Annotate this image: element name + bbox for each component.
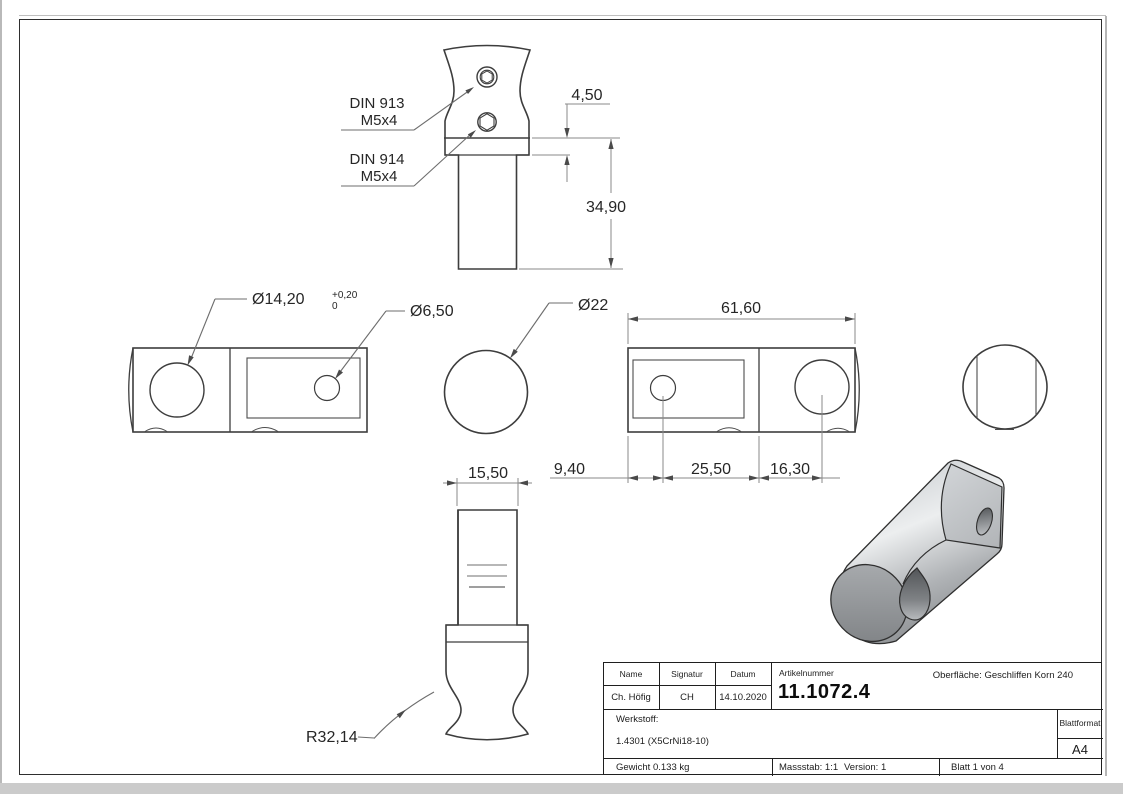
- saddle-arcs: [144, 427, 279, 432]
- dia-14-20-text: Ø14,20: [252, 291, 305, 308]
- gewicht: Gewicht 0.133 kg: [616, 762, 690, 773]
- iso-3d-view: [830, 459, 1005, 645]
- dim-9-40-text: 9,40: [554, 461, 585, 478]
- oberflaeche: Oberfläche: Geschliffen Korn 240: [932, 670, 1073, 681]
- din913-label: DIN 913: [349, 95, 404, 112]
- end-arc: [128, 347, 134, 433]
- name-header: Name: [619, 669, 643, 679]
- part-outline: [442, 44, 532, 270]
- werkstoff-value: 1.4301 (X5CrNi18-10): [616, 736, 709, 747]
- divider: [604, 758, 1103, 759]
- pocket-outline: [632, 359, 745, 419]
- divider: [1057, 709, 1058, 758]
- signatur-header: Signatur: [671, 669, 703, 679]
- divider: [604, 709, 1103, 710]
- artikelnummer-value: 11.1072.4: [778, 681, 871, 703]
- dimension-4-50: 4,50: [564, 87, 610, 182]
- din914-label: DIN 914: [349, 151, 404, 168]
- bottom-front-view: 15,50 R32,14: [306, 465, 532, 746]
- left-side-view: Ø14,20 +0,20 0 Ø6,50: [128, 290, 454, 433]
- divider: [604, 685, 771, 686]
- blattformat-label: Blattformat: [1059, 718, 1101, 728]
- dia-6-50-text: Ø6,50: [410, 303, 454, 320]
- leader-line: [413, 89, 471, 131]
- dia-22-text: Ø22: [578, 297, 608, 314]
- dim-34-90-text: 34,90: [586, 199, 626, 216]
- cross-hole: [899, 567, 931, 621]
- massstab: Massstab: 1:1: [779, 762, 839, 773]
- page-edge-left: [0, 0, 2, 783]
- right-side-view: 61,60 9,40 25,50 16,30: [550, 300, 860, 483]
- front-elevation-view: DIN 913 M5x4 DIN 914 M5x4 4: [341, 44, 626, 270]
- divider: [939, 758, 940, 776]
- right-end-view: [962, 344, 1048, 431]
- part-outline: [444, 509, 530, 741]
- divider: [771, 663, 772, 709]
- callout-din914: DIN 914 M5x4: [341, 130, 476, 187]
- dim-15-50-text: 15,50: [468, 465, 508, 482]
- blattformat-value: A4: [1072, 742, 1088, 757]
- dia-14-20-tol-upper: +0,20: [332, 290, 358, 301]
- dim-61-60-text: 61,60: [721, 300, 761, 317]
- divider: [772, 758, 773, 776]
- frame-shadow: [1105, 16, 1107, 776]
- outline-circle: [962, 344, 1048, 430]
- signatur-value: CH: [680, 692, 694, 703]
- callout-r32-14: R32,14: [306, 691, 435, 746]
- blatt: Blatt 1 von 4: [951, 762, 1004, 773]
- callout-dia-22: Ø22: [510, 297, 608, 359]
- name-value: Ch. Höfig: [611, 692, 651, 703]
- werkstoff-label: Werkstoff:: [616, 714, 659, 725]
- din913-size-label: M5x4: [361, 112, 398, 129]
- page-edge-bottom: [0, 783, 1123, 794]
- end-view-circle: Ø22: [443, 297, 608, 435]
- drawing-frame: [19, 19, 1102, 775]
- dia-14-20-tol-lower: 0: [332, 301, 338, 312]
- saddle-arcs: [716, 427, 850, 432]
- callout-dia-6-50: Ø6,50: [335, 303, 454, 379]
- datum-header: Datum: [730, 669, 756, 679]
- callout-dia-14-20: Ø14,20 +0,20 0: [187, 290, 358, 366]
- outline-circle: [443, 349, 529, 435]
- dimension-15-50: 15,50: [443, 465, 532, 506]
- dim-25-50-text: 25,50: [691, 461, 731, 478]
- view-outline: [132, 347, 368, 433]
- set-screw-din913: [476, 66, 498, 88]
- set-screw-hole: [976, 507, 993, 536]
- end-arc: [854, 347, 860, 433]
- title-block: Name Signatur Datum Ch. Höfig CH 14.10.2…: [603, 662, 1103, 776]
- pocket-outline: [246, 357, 361, 419]
- leader-arrow: [465, 87, 474, 94]
- dim-16-30-text: 16,30: [770, 461, 810, 478]
- dimension-61-60: 61,60: [627, 300, 856, 344]
- front-face: [830, 563, 908, 643]
- din914-size-label: M5x4: [361, 168, 398, 185]
- version: Version: 1: [844, 762, 887, 773]
- r32-14-text: R32,14: [306, 729, 358, 746]
- divider: [715, 663, 716, 709]
- artikelnummer-header: Artikelnummer: [779, 668, 834, 678]
- leader-arrow: [467, 130, 476, 138]
- dim-4-50-text: 4,50: [571, 87, 602, 104]
- hole-6-5: [313, 374, 341, 402]
- view-outline: [627, 347, 856, 433]
- notch-edge: [902, 539, 947, 585]
- divider: [659, 663, 660, 709]
- datum-value: 14.10.2020: [719, 692, 767, 703]
- set-screw-din914: [477, 112, 497, 132]
- dimension-chain-bottom: 9,40 25,50 16,30: [550, 395, 840, 483]
- callout-din913: DIN 913 M5x4: [341, 87, 474, 131]
- divider: [1057, 738, 1103, 739]
- dimension-34-90: 34,90: [519, 137, 626, 270]
- thread-lines: [467, 564, 507, 588]
- leader-line: [413, 132, 473, 187]
- bore-14-2: [149, 362, 205, 418]
- frame-shadow: [19, 15, 1106, 16]
